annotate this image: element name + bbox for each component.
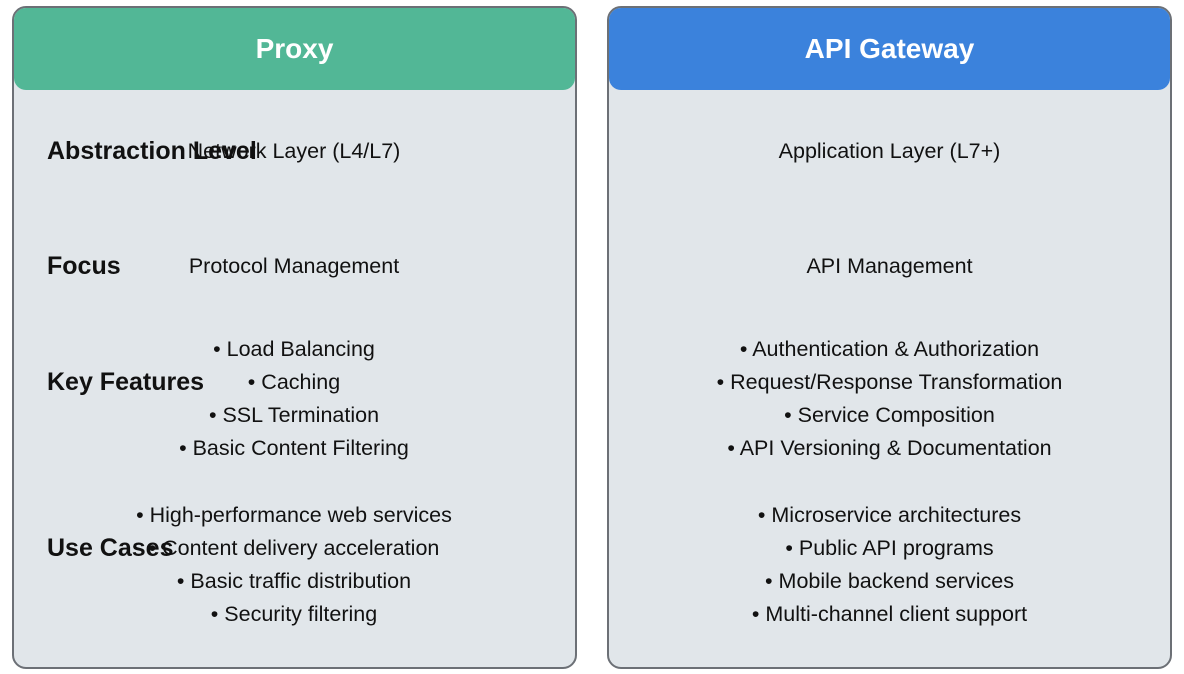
- proxy-header: Proxy: [14, 8, 575, 90]
- gateway-feature-item: • Service Composition: [784, 403, 995, 427]
- gateway-feature-item: • Authentication & Authorization: [739, 337, 1040, 361]
- gateway-use-case-item: • Public API programs: [785, 536, 994, 560]
- gateway-feature-item: • API Versioning & Documentation: [727, 436, 1052, 460]
- abstraction-level-label: Abstraction Level: [47, 137, 257, 165]
- gateway-feature-item: • Request/Response Transformation: [716, 370, 1063, 394]
- proxy-panel: Proxy Abstraction Level Focus Key Featur…: [12, 6, 577, 669]
- gateway-focus: API Management: [806, 254, 973, 278]
- key-features-label: Key Features: [47, 368, 205, 396]
- gateway-use-case-item: • Mobile backend services: [765, 569, 1014, 593]
- gateway-abstraction-level: Application Layer (L7+): [778, 139, 1001, 163]
- api-gateway-panel: API Gateway Application Layer (L7+) API …: [607, 6, 1172, 669]
- proxy-feature-item: • Basic Content Filtering: [179, 436, 409, 460]
- use-cases-label: Use Cases: [47, 534, 174, 562]
- focus-label: Focus: [47, 252, 121, 280]
- proxy-use-case-item: • Security filtering: [210, 602, 378, 626]
- proxy-abstraction-level: Network Layer (L4/L7): [187, 139, 401, 163]
- proxy-feature-item: • SSL Termination: [208, 403, 380, 427]
- proxy-use-case-item: • Basic traffic distribution: [176, 569, 412, 593]
- gateway-use-case-item: • Microservice architectures: [757, 503, 1022, 527]
- proxy-use-case-item: • High-performance web services: [136, 503, 452, 527]
- api-gateway-header: API Gateway: [609, 8, 1170, 90]
- proxy-feature-item: • Caching: [247, 370, 341, 394]
- proxy-feature-item: • Load Balancing: [213, 337, 375, 361]
- gateway-use-case-item: • Multi-channel client support: [751, 602, 1028, 626]
- proxy-focus: Protocol Management: [188, 254, 400, 278]
- proxy-use-case-item: • Content delivery acceleration: [148, 536, 440, 560]
